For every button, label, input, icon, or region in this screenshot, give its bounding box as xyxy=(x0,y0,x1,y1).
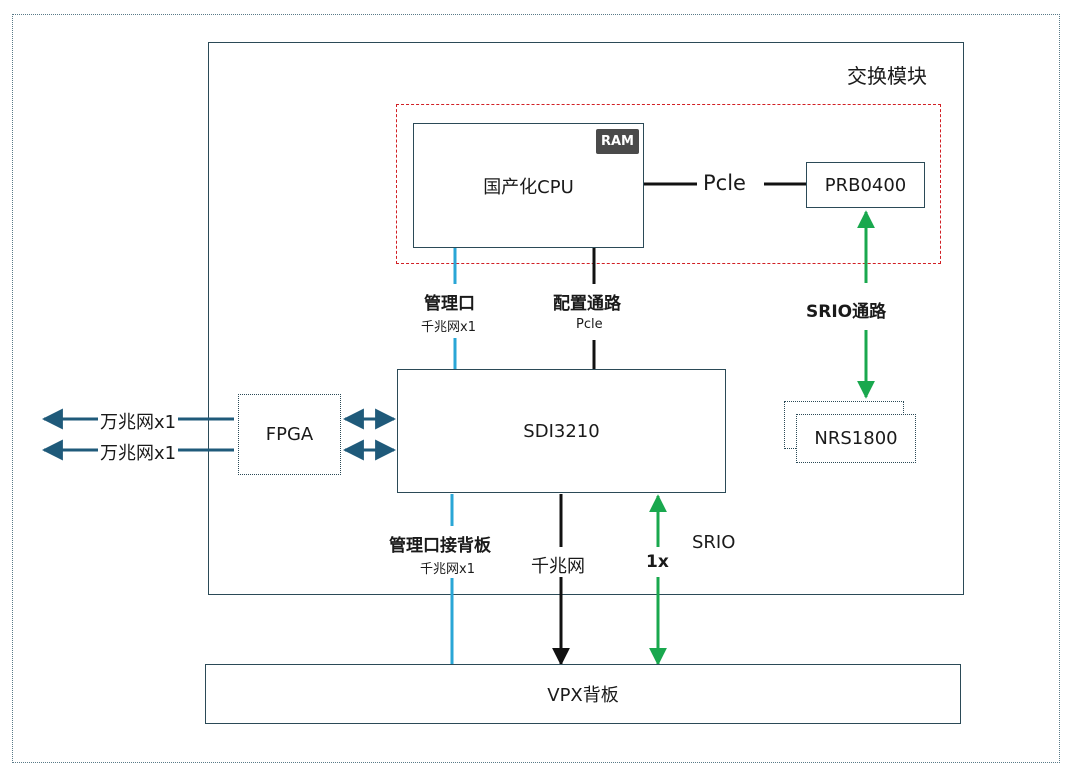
ext-link-label-2: 万兆网x1 xyxy=(98,439,179,465)
sdi-box: SDI3210 xyxy=(397,369,726,493)
module-title: 交换模块 xyxy=(847,64,927,88)
pcie-top-label: Pcle xyxy=(703,171,746,195)
switch-module-frame xyxy=(208,42,964,595)
vpx-label: VPX背板 xyxy=(547,685,619,706)
fpga-box: FPGA xyxy=(238,394,341,475)
prb-box: PRB0400 xyxy=(806,162,925,208)
outer-frame xyxy=(12,14,1060,763)
fpga-label: FPGA xyxy=(265,424,314,445)
cpu-label: 国产化CPU xyxy=(483,176,574,198)
srio-count-label: 1x xyxy=(646,552,669,572)
nrs-label: NRS1800 xyxy=(814,428,898,449)
config-path-title: 配置通路 xyxy=(553,294,621,314)
ext-link-label-1: 万兆网x1 xyxy=(98,408,179,434)
gige-label: 千兆网 xyxy=(531,556,585,577)
sdi-label: SDI3210 xyxy=(523,420,600,442)
mgmt-back-sub: 千兆网x1 xyxy=(420,562,475,577)
ram-badge-label: RAM xyxy=(600,134,634,149)
ram-icon: RAM xyxy=(596,129,639,154)
cpu-region-dashed xyxy=(396,104,941,264)
prb-label: PRB0400 xyxy=(824,174,907,196)
config-path-sub: Pcle xyxy=(576,317,603,332)
mgmt-port-title: 管理口 xyxy=(424,294,475,314)
mgmt-back-title: 管理口接背板 xyxy=(389,536,491,556)
mgmt-port-sub: 千兆网x1 xyxy=(421,320,476,335)
srio-label: SRIO xyxy=(692,532,736,553)
srio-path-label: SRIO通路 xyxy=(806,302,887,322)
nrs-box: NRS1800 xyxy=(796,414,916,463)
vpx-backplane-box: VPX背板 xyxy=(205,664,961,724)
